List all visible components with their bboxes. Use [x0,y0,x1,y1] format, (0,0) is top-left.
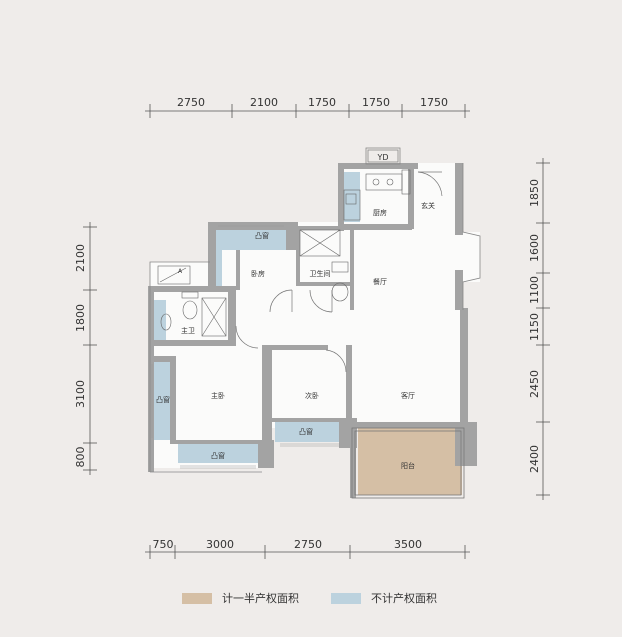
windows [151,225,340,469]
balcony-area [358,428,462,495]
legend-no-area: 不计产权面积 [331,590,437,606]
doors [235,171,443,373]
dim-top-5: 1750 [420,96,448,109]
dimension-lines [83,104,550,559]
legend: 计一半产权面积 不计产权面积 [0,590,622,610]
dim-right-5: 2450 [528,370,541,398]
room-living: 客厅 [401,391,415,400]
dim-left-3: 3100 [74,380,87,408]
room-kitchen: 厨房 [373,208,387,217]
dim-right-2: 1600 [528,234,541,262]
room-balcony: 阳台 [401,461,415,470]
legend-half-area-label: 计一半产权面积 [222,592,299,605]
balcony-outline [351,427,465,499]
outline [149,147,481,473]
legend-half-area: 计一半产权面积 [182,590,299,606]
legend-no-area-label: 不计产权面积 [371,592,437,605]
dim-top-3: 1750 [308,96,336,109]
dim-right-4: 1150 [528,313,541,341]
dim-top-1: 2750 [177,96,205,109]
bay-window-label-3: 凸窗 [211,451,225,460]
room-master-bath: 主卫 [181,326,195,335]
room-dining: 餐厅 [373,277,387,286]
dim-left-4: 800 [74,447,87,468]
dim-bottom-2: 3000 [206,538,234,551]
dim-right-1: 1850 [528,179,541,207]
dim-right-6: 2400 [528,445,541,473]
dim-right-3: 1100 [528,276,541,304]
dim-top-2: 2100 [250,96,278,109]
yd-label: YD [376,153,388,162]
room-entrance: 玄关 [421,201,435,210]
walls [148,163,477,498]
legend-no-area-swatch [331,592,361,604]
bay-window-label-2: 凸窗 [156,395,170,404]
ac-label: A [178,268,183,275]
dim-bottom-3: 2750 [294,538,322,551]
bay-window-label-4: 凸窗 [299,427,313,436]
fixtures [157,169,411,337]
room-bedroom2: 次卧 [305,391,319,400]
bay-window-label-1: 凸窗 [255,231,269,240]
dim-top-4: 1750 [362,96,390,109]
room-bedroom3: 卧房 [251,269,265,278]
dim-left-2: 1800 [74,304,87,332]
dim-bottom-1: 750 [153,538,174,551]
dim-left-1: 2100 [74,244,87,272]
room-master-bedroom: 主卧 [211,391,225,400]
room-guest-bath: 卫生间 [310,269,331,278]
legend-half-area-swatch [182,592,212,604]
non-area-regions [153,172,360,463]
dim-bottom-4: 3500 [394,538,422,551]
